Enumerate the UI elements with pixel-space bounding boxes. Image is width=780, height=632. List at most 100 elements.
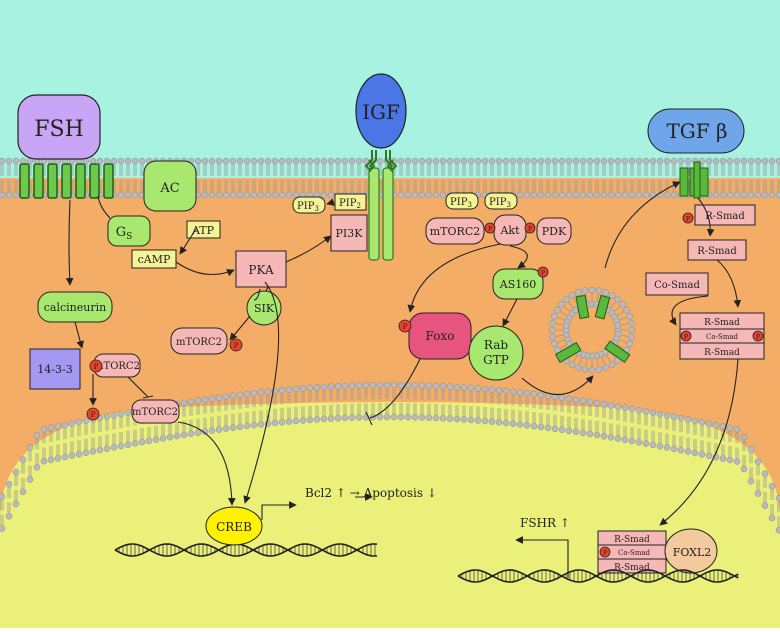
mtorc2-box-2: mTORC2 <box>131 399 180 424</box>
pathway-arrows <box>65 181 742 578</box>
as160-label: AS160 <box>499 278 536 291</box>
pdk-box: PDK <box>536 217 572 245</box>
creb-ellipse: CREB <box>205 506 263 546</box>
svg-text:P: P <box>528 226 532 233</box>
igf-ligand: IGF <box>355 73 407 149</box>
pip3-label-2: PIP <box>450 197 468 208</box>
fsh-label: FSH <box>34 117 84 142</box>
pip2-sub: 2 <box>356 202 360 210</box>
phospho-mtorc2-1: P <box>89 359 103 373</box>
svg-text:PIP3: PIP3 <box>297 201 319 213</box>
phospho-complex-left: P <box>680 330 692 342</box>
phosphate-groups: P P P P P P P P P P P <box>86 212 764 558</box>
camp-box: cAMP <box>131 249 177 269</box>
pip3-sub-3: 3 <box>506 201 510 209</box>
svg-text:P: P <box>234 342 239 350</box>
svg-text:GS: GS <box>116 225 133 242</box>
pip2-label: PIP <box>339 198 357 209</box>
creb-label: CREB <box>216 520 252 534</box>
dna-strand-right <box>457 569 739 583</box>
foxo-label: Foxo <box>426 329 455 343</box>
igf-receptor <box>364 150 398 261</box>
phospho-mtorc2-sik: P <box>229 338 243 352</box>
pdk-label: PDK <box>542 225 567 238</box>
nuc-complex-cosmad: Co-Smad <box>618 549 651 557</box>
dna-strand-left <box>114 543 378 557</box>
r-smad-box-2: R-Smad <box>687 239 747 261</box>
glut4-in-vesicle <box>554 294 631 364</box>
phospho-complex-right: P <box>752 330 764 342</box>
pip3-label: PIP <box>297 201 315 212</box>
phospho-free: P <box>86 407 100 421</box>
pip2-box: PIP2 <box>334 193 367 211</box>
mtorc2-label-akt: mTORC2 <box>430 225 480 238</box>
co-smad-box: Co-Smad <box>645 272 709 296</box>
gs-sub: S <box>126 232 132 242</box>
r-smad-box-1: R-Smad <box>694 204 756 226</box>
ac-label: AC <box>159 181 179 196</box>
bcl2-apoptosis-text: Bcl2 ↑ → Apoptosis ↓ <box>305 486 437 500</box>
svg-text:PIP3: PIP3 <box>489 197 511 209</box>
pip3-sub-2: 3 <box>467 201 471 209</box>
svg-text:P: P <box>603 550 607 557</box>
phospho-akt-right: P <box>524 222 536 234</box>
svg-text:P: P <box>91 411 96 419</box>
phospho-akt-left: P <box>484 222 496 234</box>
14-3-3-label: 14-3-3 <box>37 363 72 376</box>
nuc-complex-rsmad-top: R-Smad <box>614 535 650 545</box>
mtorc2-box-sik: mTORC2 <box>170 327 228 355</box>
nuc-complex-rsmad-bottom: R-Smad <box>614 563 650 573</box>
pip3-box-akt-1: PIP3 <box>445 192 479 210</box>
atp-label: ATP <box>191 224 215 237</box>
svg-text:P: P <box>686 216 690 223</box>
mtorc2-label-2: mTORC2 <box>132 407 178 418</box>
14-3-3-box: 14-3-3 <box>29 348 81 390</box>
as160-box: AS160 <box>492 268 544 300</box>
svg-text:P: P <box>94 363 99 371</box>
smad-complex-cytoplasm: R-Smad Co-Smad R-Smad <box>679 312 765 360</box>
fsh-ligand: FSH <box>17 94 101 160</box>
svg-text:P: P <box>541 270 545 277</box>
svg-text:PIP3: PIP3 <box>450 197 472 209</box>
tgf-label: TGF β <box>666 119 727 143</box>
foxo-box: Foxo <box>408 312 472 360</box>
svg-text:PIP2: PIP2 <box>339 198 361 210</box>
phospho-nuc-complex: P <box>599 546 611 558</box>
smad-complex-cosmad: Co-Smad <box>706 333 739 341</box>
foxl2-label: FOXL2 <box>673 546 712 559</box>
gs-protein: GS <box>107 215 151 247</box>
mtorc2-label-1: mTORC2 <box>94 361 140 372</box>
pip3-label-3: PIP <box>489 197 507 208</box>
co-smad-label: Co-Smad <box>654 280 700 291</box>
akt-label: Akt <box>499 224 520 237</box>
phospho-tgf-receptor: P <box>682 212 694 224</box>
igf-label: IGF <box>362 100 400 124</box>
pi3k-label: PI3K <box>336 227 364 240</box>
sik-label: SIK <box>254 302 275 315</box>
atp-box: ATP <box>186 220 221 239</box>
tgf-receptor <box>679 161 709 199</box>
r-smad-label-2: R-Smad <box>697 246 737 257</box>
mtorc2-box-akt: mTORC2 <box>425 217 485 245</box>
rab-gtp-circle: Rab GTP <box>468 325 524 381</box>
svg-text:P: P <box>684 334 688 341</box>
rab-label: Rab <box>484 338 508 352</box>
gs-label: G <box>116 225 126 240</box>
phospho-foxo: P <box>398 319 412 333</box>
fshr-text: FSHR ↑ <box>520 516 570 530</box>
mtorc2-label-sik: mTORC2 <box>176 337 222 348</box>
gtp-label: GTP <box>483 353 509 367</box>
svg-text:P: P <box>756 334 760 341</box>
r-smad-label-1: R-Smad <box>705 211 745 222</box>
phospho-as160: P <box>537 266 549 278</box>
svg-text:P: P <box>488 226 492 233</box>
calcineurin-label: calcineurin <box>44 301 106 314</box>
pka-label: PKA <box>248 263 274 277</box>
pip3-box-left: PIP3 <box>292 196 326 214</box>
nucleus <box>0 402 780 628</box>
svg-text:P: P <box>403 323 408 331</box>
camp-label: cAMP <box>138 253 171 266</box>
pka-box: PKA <box>235 250 287 288</box>
foxl2-ellipse: FOXL2 <box>664 528 718 574</box>
